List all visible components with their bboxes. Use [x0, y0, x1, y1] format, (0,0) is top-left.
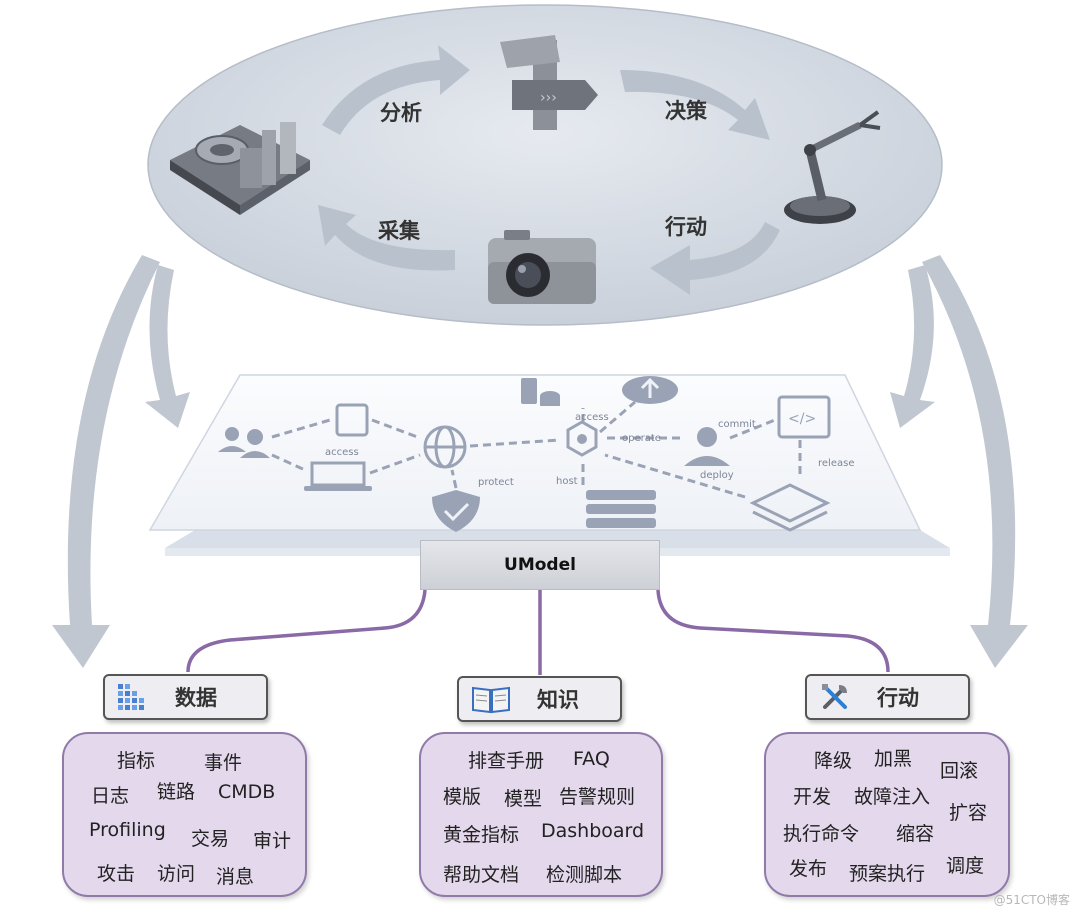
action-item: 缩容	[896, 823, 935, 845]
network-diagram: </>	[218, 376, 831, 532]
tools-icon	[822, 684, 847, 709]
action-item: 执行命令	[783, 823, 860, 845]
analysis-tools-icon	[170, 122, 310, 215]
arrow-collect	[318, 205, 455, 271]
label-access-left: access	[325, 447, 359, 458]
label-analyze: 分析	[380, 101, 422, 125]
knowledge-item: 黄金指标	[443, 824, 520, 846]
umodel-box: UModel	[420, 540, 660, 590]
label-release: release	[818, 458, 854, 469]
category-data-header: 数据	[103, 674, 268, 720]
svg-text:</>: </>	[788, 411, 816, 427]
shield-icon	[432, 490, 480, 532]
server-stack-icon	[586, 490, 656, 528]
signpost-icon: ›››	[500, 35, 598, 130]
network-connectors	[271, 400, 802, 499]
umodel-label: UModel	[504, 555, 576, 575]
globe-icon	[423, 425, 467, 469]
data-item: Profiling	[89, 819, 166, 841]
label-protect: protect	[478, 477, 514, 488]
category-knowledge-panel: 排查手册 FAQ 模版 模型 告警规则 黄金指标 Dashboard 帮助文档 …	[419, 732, 663, 897]
tablet-icon	[335, 403, 369, 437]
category-data-panel: 指标 事件 日志 链路 CMDB Profiling 交易 审计 攻击 访问 消…	[62, 732, 307, 897]
data-item: 审计	[253, 830, 292, 852]
category-knowledge-title: 知识	[537, 688, 579, 712]
person-icon	[684, 427, 730, 466]
knowledge-item: 排查手册	[468, 750, 545, 772]
knowledge-item: 模型	[504, 788, 543, 810]
layers-icon	[749, 483, 831, 532]
data-grid-icon	[118, 684, 144, 710]
action-item: 发布	[789, 858, 828, 880]
laptop-icon	[304, 461, 372, 491]
arrow-decide	[620, 70, 770, 140]
label-deploy: deploy	[700, 470, 734, 481]
data-item: 链路	[157, 781, 196, 803]
database-icon	[521, 378, 560, 406]
action-item: 预案执行	[849, 863, 926, 885]
action-item: 开发	[793, 786, 832, 808]
action-item: 故障注入	[854, 786, 931, 808]
data-item: CMDB	[218, 781, 276, 803]
category-data-title: 数据	[175, 686, 217, 710]
data-item: 交易	[191, 828, 230, 850]
label-decide: 决策	[665, 99, 708, 123]
label-collect: 采集	[378, 219, 421, 243]
data-item: 攻击	[97, 863, 136, 885]
action-item: 调度	[946, 855, 985, 877]
action-item: 加黑	[874, 748, 913, 770]
knowledge-item: 模版	[443, 786, 482, 808]
outer-arrows	[52, 255, 1028, 668]
data-item: 消息	[216, 866, 255, 888]
data-item: 事件	[204, 752, 243, 774]
knowledge-item: FAQ	[573, 748, 610, 770]
cycle-arrows	[318, 45, 780, 295]
data-item: 指标	[117, 750, 156, 772]
category-action-title: 行动	[877, 686, 919, 710]
arrow-act	[650, 222, 780, 295]
data-item: 日志	[91, 785, 130, 807]
category-action-panel: 降级 加黑 回滚 开发 故障注入 扩容 执行命令 缩容 发布 预案执行 调度	[764, 732, 1010, 897]
label-act: 行动	[664, 215, 707, 239]
camera-icon	[488, 230, 596, 304]
arrow-analyze	[322, 45, 470, 135]
knowledge-item: 告警规则	[559, 786, 636, 808]
knowledge-item: 帮助文档	[443, 864, 520, 886]
umodel-connectors	[186, 589, 890, 675]
category-action-header: 行动	[805, 674, 970, 720]
book-icon	[472, 686, 510, 714]
action-item: 降级	[814, 750, 853, 772]
svg-text:›››: ›››	[540, 90, 557, 106]
watermark: @51CTO博客	[993, 893, 1070, 907]
code-icon: </>	[777, 395, 831, 439]
label-commit: commit	[718, 419, 756, 430]
action-item: 回滚	[940, 760, 979, 782]
knowledge-item: Dashboard	[541, 820, 645, 842]
data-item: 访问	[157, 863, 196, 885]
users-icon	[218, 427, 270, 458]
category-knowledge-header: 知识	[457, 676, 622, 722]
robot-arm-icon	[784, 110, 881, 224]
label-operate: operate	[622, 433, 661, 444]
cloud-upload-icon	[622, 376, 678, 404]
action-item: 扩容	[949, 802, 988, 824]
label-host: host	[556, 476, 578, 487]
label-access-top: access	[575, 412, 609, 423]
knowledge-item: 检测脚本	[546, 864, 623, 886]
